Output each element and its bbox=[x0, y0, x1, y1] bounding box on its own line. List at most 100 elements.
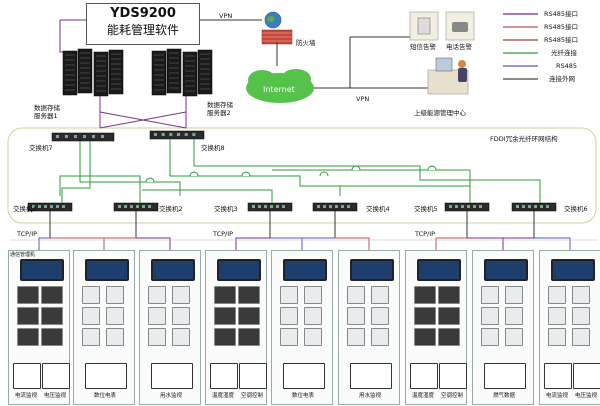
meter-device bbox=[172, 328, 190, 346]
device-panel-4: 温度湿度空调控制 bbox=[205, 250, 267, 405]
meter-device bbox=[438, 328, 460, 346]
software-title-box: YDS9200 能耗管理软件 bbox=[86, 3, 200, 45]
fddi-ring-outline bbox=[7, 127, 597, 224]
meter-device bbox=[280, 286, 298, 304]
meter-device bbox=[106, 307, 124, 325]
panel-display bbox=[350, 259, 394, 281]
switch4-port bbox=[347, 205, 350, 208]
switch2-port bbox=[118, 205, 121, 208]
meter-device bbox=[438, 307, 460, 325]
meter-device bbox=[548, 286, 566, 304]
monitor-icon bbox=[239, 363, 267, 389]
monitor-icon bbox=[484, 363, 526, 389]
monitor-icon bbox=[410, 363, 438, 389]
switch7-port bbox=[92, 135, 95, 138]
globe-land bbox=[267, 16, 275, 22]
legend-label-2: RS485接口 bbox=[544, 23, 579, 31]
switch8-port bbox=[169, 133, 173, 136]
meter-device bbox=[347, 307, 365, 325]
upper-center-label: 上级能源管理中心 bbox=[414, 109, 466, 117]
switch6-port bbox=[522, 205, 525, 208]
fiber-link bbox=[59, 175, 141, 203]
switch6-port bbox=[516, 205, 519, 208]
fiber-crossover bbox=[189, 171, 199, 177]
fiber-link bbox=[193, 139, 541, 203]
monitor-icon bbox=[85, 363, 127, 389]
switch6-port bbox=[534, 205, 537, 208]
switch7-label: 交换机7 bbox=[29, 144, 53, 152]
legend-label-3: RS485接口 bbox=[544, 36, 579, 44]
device-panel-9: 电流监视电压监视 bbox=[539, 250, 600, 405]
meter-device bbox=[172, 307, 190, 325]
meter-device bbox=[148, 328, 166, 346]
meter-device bbox=[304, 328, 322, 346]
vpn-label-top: VPN bbox=[219, 12, 233, 20]
panel-caption: 电流监视 bbox=[14, 393, 37, 399]
switch2-label: 交换机2 bbox=[159, 205, 183, 213]
switch3-port bbox=[270, 205, 273, 208]
monitor-icon bbox=[13, 363, 41, 389]
meter-device bbox=[17, 307, 39, 325]
server2-rack-2 bbox=[166, 48, 182, 94]
meter-device bbox=[280, 307, 298, 325]
meter-device bbox=[41, 286, 63, 304]
switch1-port bbox=[44, 205, 47, 208]
panel-caption: 温度湿度 bbox=[411, 393, 434, 399]
title-server-link bbox=[59, 20, 63, 53]
panel-display bbox=[283, 259, 327, 281]
panel-caption: 用水监视 bbox=[159, 393, 182, 399]
panel-caption: 电流监视 bbox=[545, 393, 568, 399]
meter-device bbox=[548, 307, 566, 325]
switch7-port bbox=[56, 135, 59, 138]
meter-device bbox=[41, 328, 63, 346]
vpn-label-bottom: VPN bbox=[356, 95, 370, 103]
tcpip-label-1: TCP/IP bbox=[17, 230, 38, 238]
meter-device bbox=[106, 328, 124, 346]
monitor-icon bbox=[544, 363, 572, 389]
meter-device bbox=[17, 286, 39, 304]
switch3-port bbox=[276, 205, 279, 208]
sms-alarm-label: 短信告警 bbox=[410, 43, 436, 51]
meter-device bbox=[414, 328, 436, 346]
switch5-port bbox=[467, 205, 470, 208]
fiber-link bbox=[79, 141, 181, 196]
switch5-port bbox=[461, 205, 464, 208]
software-name: YDS9200 bbox=[110, 6, 176, 21]
meter-device bbox=[505, 328, 523, 346]
switch8-port bbox=[184, 133, 188, 136]
server2-rack-4 bbox=[197, 49, 213, 95]
tcpip-link bbox=[335, 237, 370, 250]
meter-device bbox=[280, 328, 298, 346]
tcpip-link bbox=[38, 237, 50, 250]
switch7-port bbox=[74, 135, 77, 138]
monitor-icon bbox=[573, 363, 600, 389]
switch1-port bbox=[32, 205, 35, 208]
switch2-port bbox=[142, 205, 145, 208]
switch2-port bbox=[136, 205, 139, 208]
meter-device bbox=[106, 286, 124, 304]
phone-shape bbox=[452, 22, 468, 32]
meter-device bbox=[238, 286, 260, 304]
operator-body bbox=[458, 68, 467, 82]
meter-device bbox=[214, 328, 236, 346]
switch3-port bbox=[258, 205, 261, 208]
meter-device bbox=[82, 307, 100, 325]
switch1-port bbox=[38, 205, 41, 208]
tcpip-label-3: TCP/IP bbox=[415, 230, 436, 238]
tcpip-link bbox=[435, 237, 467, 250]
legend-label-6: 连接外网 bbox=[549, 75, 575, 83]
meter-device bbox=[572, 307, 590, 325]
monitor-icon bbox=[283, 363, 325, 389]
switch1-port bbox=[56, 205, 59, 208]
switch6-label: 交换机6 bbox=[564, 205, 588, 213]
device-panel-5: 数位电表 bbox=[271, 250, 333, 405]
fiber-crossover bbox=[241, 171, 251, 177]
server2-rack-3 bbox=[182, 51, 198, 97]
tcpip-link bbox=[301, 237, 335, 250]
switch5-port bbox=[473, 205, 476, 208]
tcpip-label-2: TCP/IP bbox=[213, 230, 234, 238]
legend-label-4: 光纤连接 bbox=[551, 49, 577, 57]
switch1-label: 交换机1 bbox=[13, 205, 37, 213]
switch4-port bbox=[317, 205, 320, 208]
